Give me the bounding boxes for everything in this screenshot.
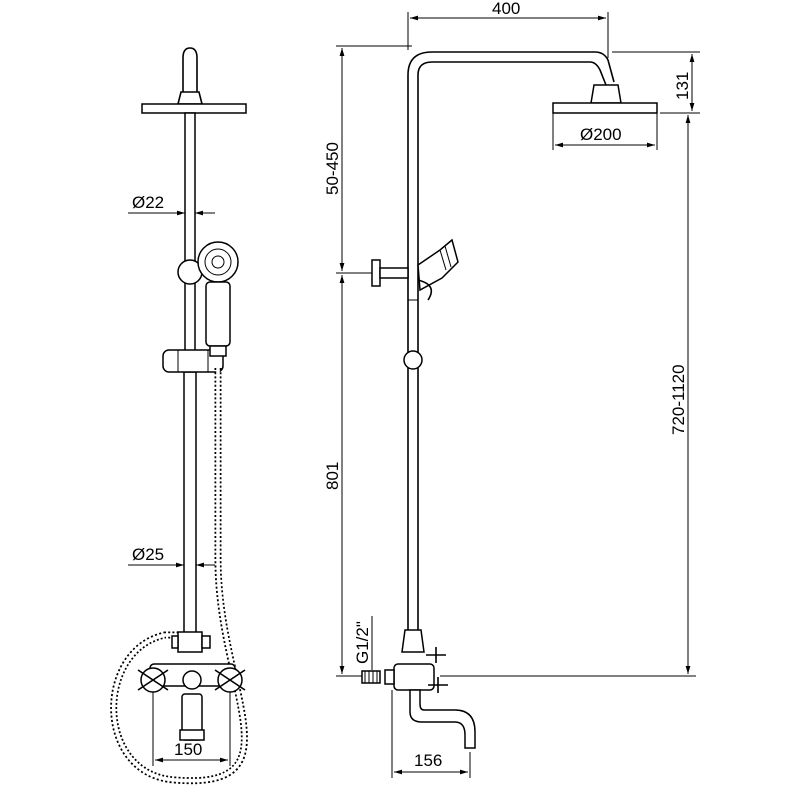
front-diverter [177, 631, 203, 653]
dim-connection-thread: G1/2" [353, 621, 372, 664]
side-mixer-body [393, 663, 435, 691]
side-riser-arm [407, 51, 615, 630]
side-view: 400 131 Ø200 720-1120 50-450 801 G1/2" 1… [323, 0, 700, 778]
dim-arm-length: 400 [492, 0, 520, 18]
front-hose [110, 368, 248, 785]
side-thread [361, 670, 381, 684]
dim-bar-diameter-top: Ø22 [132, 193, 164, 212]
dim-head-drop: 131 [673, 72, 692, 100]
side-slider-knob [403, 350, 423, 370]
dim-bar-height: 801 [323, 462, 342, 490]
dim-spout-length: 156 [414, 751, 442, 770]
front-view: Ø22 Ø25 150 [110, 47, 248, 785]
front-lower-bar [183, 371, 197, 635]
front-hand-shower-head [197, 241, 239, 283]
dim-slide-range: 50-450 [323, 142, 342, 195]
dim-bar-diameter-bottom: Ø25 [132, 545, 164, 564]
front-head-connector [176, 91, 204, 105]
front-shower-head [141, 103, 247, 114]
dim-mixer-centers: 150 [174, 740, 202, 759]
side-wall-bracket [371, 259, 381, 287]
dim-total-height: 720-1120 [669, 364, 688, 435]
front-upper-bar [184, 112, 196, 354]
side-cross-handle-top [426, 647, 446, 663]
front-hand-shower-handle [205, 281, 231, 347]
dim-head-diameter: Ø200 [580, 125, 622, 144]
side-shower-head [552, 102, 658, 114]
side-cross-handle-bottom [428, 677, 448, 693]
front-top-neck [182, 47, 198, 92]
side-spout [409, 689, 476, 749]
